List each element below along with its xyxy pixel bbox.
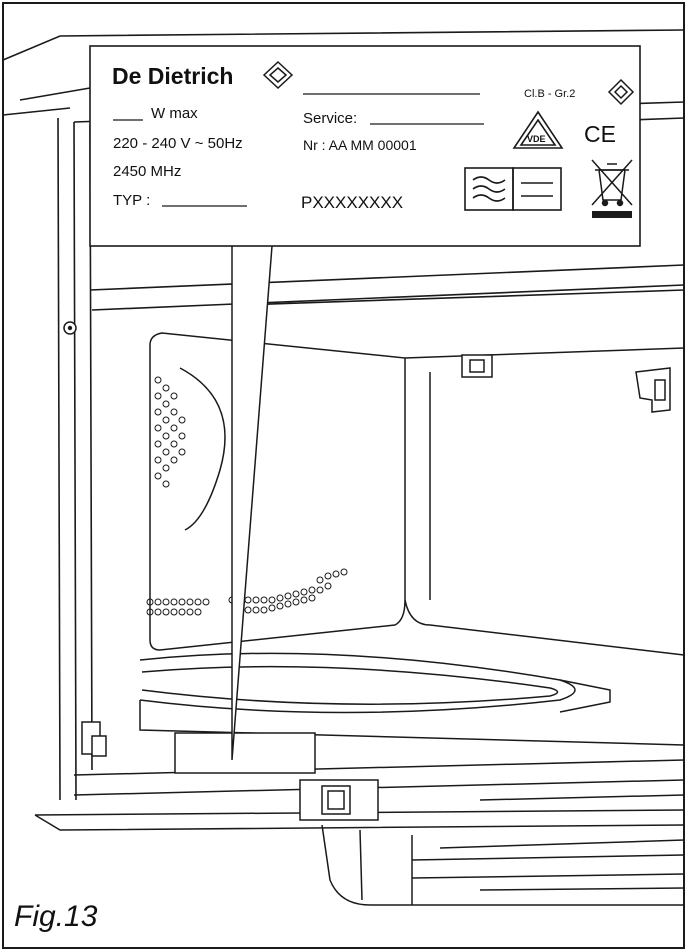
serial-number: Nr : AA MM 00001 (303, 137, 417, 153)
brand-logo-icon (262, 60, 294, 90)
voltage-rating: 220 - 240 V ~ 50Hz (113, 135, 243, 152)
callout-pointer (231, 245, 273, 761)
door-bottom (34, 721, 685, 906)
class-label: Cl.B - Gr.2 (524, 88, 575, 100)
oven-cavity (139, 332, 685, 746)
class-diamond-icon (607, 78, 635, 106)
label-location-marker (174, 732, 316, 774)
door-latch (461, 354, 671, 413)
vde-mark-text: VDE (527, 134, 546, 144)
type-label: TYP : (113, 192, 150, 209)
vent-grille (146, 376, 348, 616)
service-label: Service: (303, 110, 357, 127)
rating-label: De Dietrich W max 220 - 240 V ~ 50Hz 245… (89, 45, 641, 247)
weee-bin-icon (591, 159, 633, 207)
cavity-symbol-icon (512, 167, 562, 211)
ce-mark: CE (584, 121, 616, 147)
product-code: PXXXXXXXX (301, 193, 403, 212)
screw-icon (63, 321, 77, 335)
vde-mark-icon (512, 110, 564, 149)
brand-name: De Dietrich (112, 63, 233, 89)
power-label: W max (151, 105, 198, 122)
weee-bar (592, 211, 632, 218)
frequency-rating: 2450 MHz (113, 163, 181, 180)
figure-caption: Fig.13 (14, 900, 98, 933)
